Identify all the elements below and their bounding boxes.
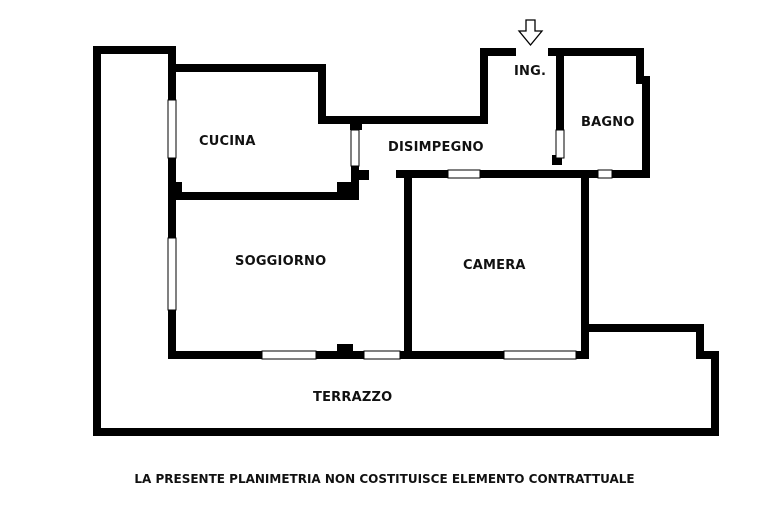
door [350,129,360,167]
doors [350,129,565,167]
walls [93,46,719,436]
window [503,350,577,360]
door [555,129,565,159]
wall-pillar [337,344,353,354]
window [261,350,317,360]
window [447,169,481,179]
window [597,169,613,179]
window [167,237,177,311]
wall-pillar [350,120,362,130]
windows [167,99,613,360]
room-label-camera: CAMERA [463,258,526,273]
room-label-cucina: CUCINA [199,134,256,149]
wall-pillar [172,182,182,196]
room-label-ingresso: ING. [514,64,547,79]
wall-pillar [337,182,357,200]
window [167,99,177,159]
room-label-disimpegno: DISIMPEGNO [388,140,484,155]
bathroom-wall [548,48,650,178]
wall-pillar [552,155,562,165]
kitchen-wall [168,48,516,124]
room-label-bagno: BAGNO [581,115,635,130]
room-label-terrazzo: TERRAZZO [313,390,393,405]
wall-pillar [357,170,369,180]
entrance-arrow-icon [517,19,544,47]
room-label-soggiorno: SOGGIORNO [235,254,327,269]
disclaimer-text: LA PRESENTE PLANIMETRIA NON COSTITUISCE … [134,472,635,486]
window [363,350,401,360]
